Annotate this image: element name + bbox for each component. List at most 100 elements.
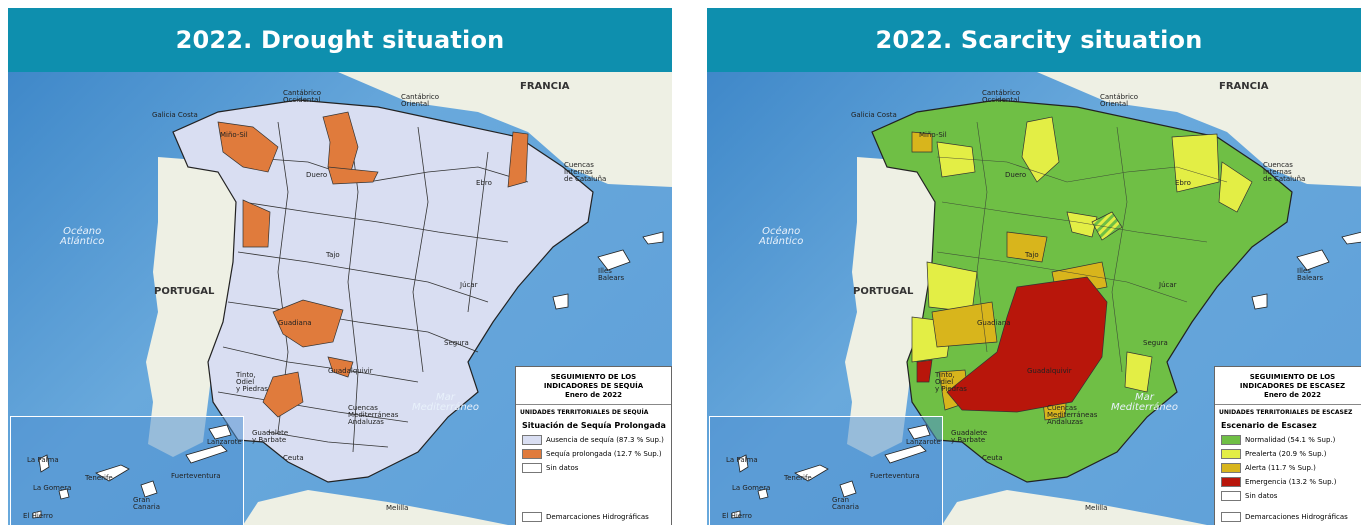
label-francia: FRANCIA (520, 81, 570, 92)
label-tenerife: Tenerife (784, 474, 812, 482)
legend-item: Alerta (11.7 % Sup.) (1215, 461, 1361, 475)
label-melilla: Melilla (1085, 504, 1108, 512)
legend-swatch (1221, 477, 1241, 487)
legend-item: Sin datos (516, 461, 671, 475)
label-tinto-odiel: Tinto, Odiel y Piedras (236, 371, 268, 393)
label-ceuta: Ceuta (283, 454, 304, 462)
legend-footer: Demarcaciones Hidrográficas (522, 512, 649, 522)
label-gran-canaria: Gran Canaria (832, 496, 860, 511)
legend-subtitle: UNIDADES TERRITORIALES DE ESCASEZ (1219, 409, 1353, 416)
label-segura: Segura (444, 339, 469, 347)
legend-subtitle: UNIDADES TERRITORIALES DE SEQUÍA (520, 409, 649, 416)
scarcity-map[interactable]: FRANCIA PORTUGAL Océano Atlántico Mar Me… (707, 72, 1361, 525)
label-tenerife: Tenerife (85, 474, 113, 482)
label-ebro: Ebro (1175, 179, 1191, 187)
legend-label: Emergencia (13.2 % Sup.) (1245, 478, 1337, 486)
label-jucar: Júcar (1159, 281, 1177, 289)
label-fuerteventura: Fuerteventura (171, 472, 221, 480)
legend-swatch (1221, 491, 1241, 501)
legend-item: Sin datos (1215, 489, 1361, 503)
legend-swatch (1221, 435, 1241, 445)
label-duero: Duero (306, 171, 328, 179)
scarcity-panel: 2022. Scarcity situation (707, 8, 1361, 525)
legend-label: Normalidad (54.1 % Sup.) (1245, 436, 1336, 444)
drought-map[interactable]: FRANCIA PORTUGAL Océano Atlántico Mar Me… (8, 72, 672, 525)
label-mediterranean: Mar Mediterráneo (412, 392, 479, 413)
label-guadiana: Guadiana (977, 319, 1011, 327)
label-el-hierro: El Hierro (23, 512, 53, 520)
label-gran-canaria: Gran Canaria (133, 496, 161, 511)
drought-map-graphic (146, 72, 672, 525)
drought-legend: SEGUIMIENTO DE LOS INDICADORES DE SEQUÍA… (515, 366, 672, 525)
label-guadalquivir: Guadalquivir (1027, 367, 1072, 375)
label-mediterranean: Mar Mediterráneo (1111, 392, 1178, 413)
label-francia: FRANCIA (1219, 81, 1269, 92)
legend-label: Alerta (11.7 % Sup.) (1245, 464, 1316, 472)
label-fuerteventura: Fuerteventura (870, 472, 920, 480)
label-cuencas-andaluzas: Cuencas Mediterráneas Andaluzas (348, 404, 399, 426)
legend-item: Normalidad (54.1 % Sup.) (1215, 433, 1361, 447)
scarcity-legend: SEGUIMIENTO DE LOS INDICADORES DE ESCASE… (1214, 366, 1361, 525)
legend-item: Prealerta (20.9 % Sup.) (1215, 447, 1361, 461)
drought-panel-title: 2022. Drought situation (8, 8, 672, 72)
legend-item: Emergencia (13.2 % Sup.) (1215, 475, 1361, 489)
label-guadalete: Guadalete y Barbate (951, 429, 988, 444)
label-ocean: Océano Atlántico (759, 226, 804, 247)
label-tajo: Tajo (326, 251, 340, 259)
legend-scenario: Escenario de Escasez (1221, 421, 1317, 430)
label-segura: Segura (1143, 339, 1168, 347)
label-cantabrico-or: Cantábrico Oriental (1100, 93, 1139, 108)
legend-footer-label: Demarcaciones Hidrográficas (1245, 513, 1348, 521)
label-melilla: Melilla (386, 504, 409, 512)
legend-label: Prealerta (20.9 % Sup.) (1245, 450, 1327, 458)
scarcity-map-graphic (845, 72, 1361, 525)
label-illes-balears: Illes Balears (598, 267, 625, 282)
legend-title: SEGUIMIENTO DE LOS INDICADORES DE SEQUÍA… (516, 367, 671, 405)
legend-footer-label: Demarcaciones Hidrográficas (546, 513, 649, 521)
label-ocean: Océano Atlántico (60, 226, 105, 247)
label-illes-balears: Illes Balears (1297, 267, 1324, 282)
legend-label: Sequía prolongada (12.7 % Sup.) (546, 450, 662, 458)
legend-swatch (522, 435, 542, 445)
label-duero: Duero (1005, 171, 1027, 179)
label-guadiana: Guadiana (278, 319, 312, 327)
legend-title: SEGUIMIENTO DE LOS INDICADORES DE ESCASE… (1215, 367, 1361, 405)
label-cuencas-andaluzas: Cuencas Mediterráneas Andaluzas (1047, 404, 1098, 426)
legend-footer: Demarcaciones Hidrográficas (1221, 512, 1348, 522)
legend-item: Ausencia de sequía (87.3 % Sup.) (516, 433, 671, 447)
label-la-gomera: La Gomera (732, 484, 771, 492)
legend-swatch (1221, 463, 1241, 473)
label-cuencas-cataluna: Cuencas Internas de Cataluña (564, 161, 607, 183)
canary-islands-inset: Lanzarote La Palma La Gomera Tenerife Fu… (10, 416, 244, 525)
label-galicia-costa: Galicia Costa (851, 111, 897, 119)
label-guadalquivir: Guadalquivir (328, 367, 373, 375)
label-lanzarote: Lanzarote (207, 438, 242, 446)
canary-islands-inset: Lanzarote La Palma La Gomera Tenerife Fu… (709, 416, 943, 525)
legend-swatch (522, 463, 542, 473)
legend-swatch (1221, 512, 1241, 522)
label-mino-sil: Miño-Sil (919, 131, 947, 139)
label-tinto-odiel: Tinto, Odiel y Piedras (935, 371, 967, 393)
legend-swatch (522, 512, 542, 522)
label-lanzarote: Lanzarote (906, 438, 941, 446)
legend-label: Ausencia de sequía (87.3 % Sup.) (546, 436, 664, 444)
label-portugal: PORTUGAL (853, 286, 914, 297)
label-el-hierro: El Hierro (722, 512, 752, 520)
label-mino-sil: Miño-Sil (220, 131, 248, 139)
drought-panel: 2022. Drought situation (8, 8, 672, 525)
label-cuencas-cataluna: Cuencas Internas de Cataluña (1263, 161, 1306, 183)
label-la-palma: La Palma (27, 456, 59, 464)
label-la-gomera: La Gomera (33, 484, 72, 492)
label-guadalete: Guadalete y Barbate (252, 429, 289, 444)
legend-swatch (522, 449, 542, 459)
legend-scenario: Situación de Sequía Prolongada (522, 421, 666, 430)
legend-item: Sequía prolongada (12.7 % Sup.) (516, 447, 671, 461)
legend-label: Sin datos (1245, 492, 1278, 500)
legend-label: Sin datos (546, 464, 579, 472)
label-galicia-costa: Galicia Costa (152, 111, 198, 119)
label-tajo: Tajo (1025, 251, 1039, 259)
label-portugal: PORTUGAL (154, 286, 215, 297)
label-cantabrico-occ: Cantábrico Occidental (982, 89, 1021, 104)
label-ceuta: Ceuta (982, 454, 1003, 462)
label-cantabrico-occ: Cantábrico Occidental (283, 89, 322, 104)
